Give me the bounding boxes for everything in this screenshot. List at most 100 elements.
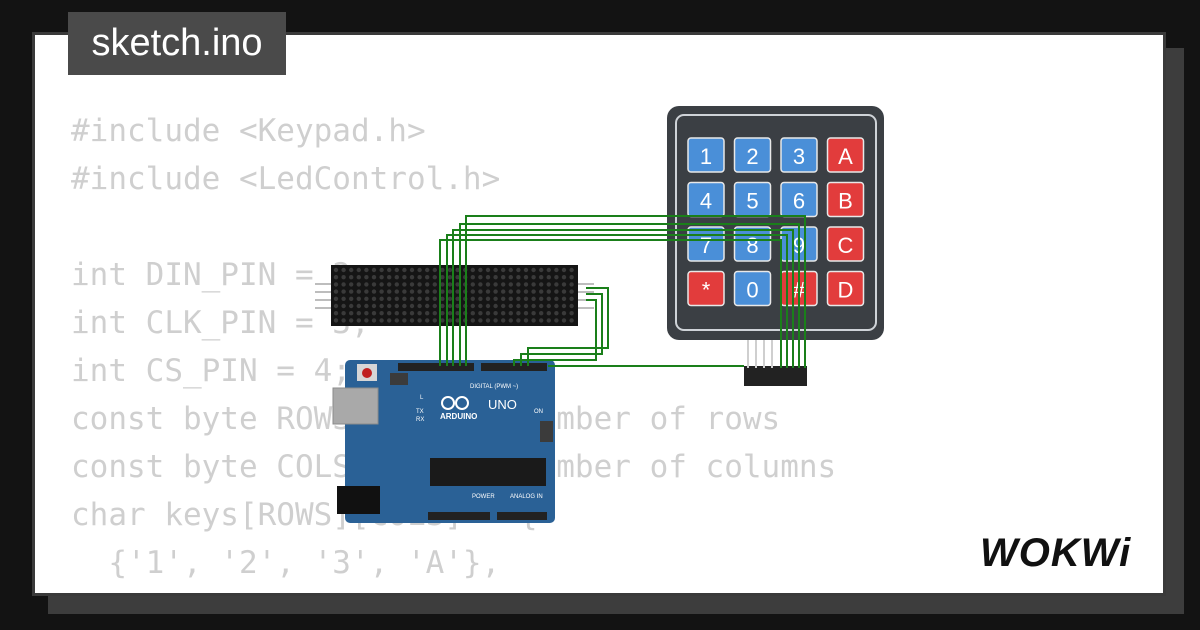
led-dot xyxy=(417,275,422,280)
led-dot xyxy=(432,296,437,301)
led-dot xyxy=(387,311,392,316)
led-dot xyxy=(417,303,422,309)
led-dot xyxy=(508,296,513,301)
microcontroller-chip xyxy=(430,458,546,486)
led-dot xyxy=(455,275,460,280)
code-background: #include <Keypad.h>#include <LedControl.… xyxy=(71,107,836,593)
usb-connector xyxy=(332,387,379,425)
led-dot xyxy=(364,282,369,287)
keypad-key-label: 8 xyxy=(746,233,758,258)
led-dot xyxy=(349,296,354,301)
led-dot xyxy=(387,318,392,323)
led-dot xyxy=(425,318,430,323)
led-label-rx: RX xyxy=(416,417,424,423)
analog-pins-label: ANALOG IN xyxy=(510,494,543,500)
led-dot xyxy=(394,289,399,294)
led-dot xyxy=(485,289,491,294)
led-dot xyxy=(440,296,445,301)
keypad-key-8[interactable]: 8 xyxy=(733,226,772,262)
led-dot xyxy=(554,289,559,294)
led-dot xyxy=(387,275,392,280)
led-dot xyxy=(493,311,498,316)
led-dot xyxy=(470,275,475,280)
keypad-key-2[interactable]: 2 xyxy=(733,137,772,173)
led-dot xyxy=(531,267,536,273)
led-dot xyxy=(501,311,506,316)
led-dot xyxy=(554,296,559,301)
led-dot xyxy=(341,267,346,273)
led-dot xyxy=(493,267,498,273)
led-dot xyxy=(516,289,521,294)
led-dot xyxy=(485,303,491,309)
led-dot xyxy=(470,267,475,273)
led-dot xyxy=(478,318,483,323)
led-dot xyxy=(402,267,407,273)
led-dot xyxy=(493,289,498,294)
keypad-key-b[interactable]: B xyxy=(826,181,865,218)
led-dot xyxy=(455,267,460,273)
arduino-uno-board[interactable]: ARDUINO UNO DIGITAL (PWM ~) POWER ANALOG… xyxy=(332,360,555,523)
keypad-key-3[interactable]: 3 xyxy=(780,137,818,173)
led-dot xyxy=(341,311,346,316)
keypad-key-0[interactable]: 0 xyxy=(733,270,772,307)
led-dot xyxy=(523,267,529,273)
led-dot xyxy=(440,318,445,323)
led-dot xyxy=(501,296,506,301)
code-line: #include <LedControl.h> xyxy=(71,161,501,197)
led-dot xyxy=(432,318,437,323)
led-dot xyxy=(425,296,430,301)
digital-header-b xyxy=(481,363,547,371)
led-label-tx: TX xyxy=(416,409,424,415)
led-dot xyxy=(440,282,445,287)
led-dot xyxy=(470,289,475,294)
led-dot xyxy=(364,289,369,294)
led-dot xyxy=(478,303,483,309)
led-dot xyxy=(478,311,483,316)
keypad-key-a[interactable]: A xyxy=(826,137,865,173)
keypad-key-star[interactable]: * xyxy=(687,270,725,307)
led-dot xyxy=(402,318,407,323)
led-dot xyxy=(333,282,339,287)
led-dot xyxy=(333,267,339,273)
keypad-key-1[interactable]: 1 xyxy=(687,137,725,173)
led-dot xyxy=(371,318,377,323)
led-dot xyxy=(364,267,369,273)
keypad-key-label: D xyxy=(838,278,854,303)
keypad-key-label: 7 xyxy=(700,233,712,258)
keypad-key-label: 1 xyxy=(700,144,712,169)
led-dot xyxy=(349,282,354,287)
code-line: {'1', '2', '3', 'A'}, xyxy=(71,545,501,581)
keypad-key-4[interactable]: 4 xyxy=(687,181,725,218)
icsp-header-right xyxy=(540,421,553,442)
led-dot xyxy=(356,296,361,301)
led-dot xyxy=(546,267,551,273)
keypad-key-d[interactable]: D xyxy=(826,270,865,307)
led-dot xyxy=(523,275,529,280)
file-tab[interactable]: sketch.ino xyxy=(68,12,286,75)
led-dot xyxy=(409,282,415,287)
led-dot xyxy=(561,303,567,309)
led-dot xyxy=(447,296,453,301)
reset-button[interactable] xyxy=(362,368,372,378)
led-matrix[interactable] xyxy=(315,265,594,326)
led-dot xyxy=(333,303,339,309)
led-dot xyxy=(333,296,339,301)
led-dot xyxy=(501,267,506,273)
keypad-key-c[interactable]: C xyxy=(826,226,865,262)
led-dot xyxy=(561,275,567,280)
led-dot xyxy=(387,289,392,294)
led-dot xyxy=(349,289,354,294)
led-dot xyxy=(508,303,513,309)
wokwi-logo: WOKWi xyxy=(980,531,1130,575)
keypad-key-5[interactable]: 5 xyxy=(733,181,772,218)
led-dot xyxy=(341,303,346,309)
led-label-l: L xyxy=(420,395,424,401)
led-matrix-dots xyxy=(333,267,574,323)
power-header xyxy=(428,512,490,520)
keypad-key-7[interactable]: 7 xyxy=(687,226,725,262)
led-dot xyxy=(432,303,437,309)
led-dot xyxy=(379,289,384,294)
keypad-key-6[interactable]: 6 xyxy=(780,181,818,218)
led-dot xyxy=(432,282,437,287)
led-dot xyxy=(425,303,430,309)
